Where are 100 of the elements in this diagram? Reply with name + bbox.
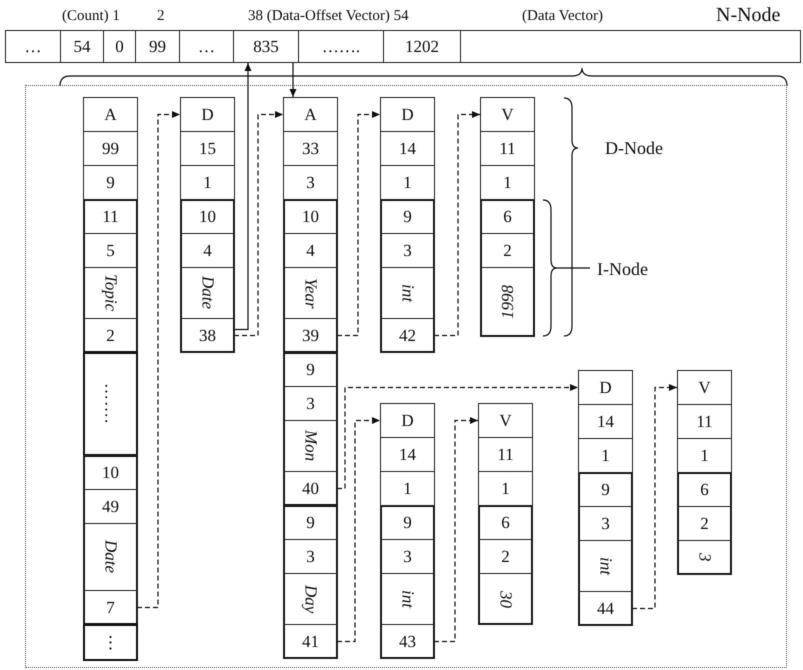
cell-value: 835	[253, 36, 279, 56]
memory-cell	[380, 624, 435, 659]
array-cell	[103, 30, 136, 63]
cell-value: 39	[302, 326, 319, 346]
memory-cell	[83, 523, 138, 591]
cell-value: 30	[496, 590, 516, 608]
cell-value: D	[201, 104, 214, 124]
memory-cell	[478, 539, 533, 574]
cell-value: 1	[403, 478, 412, 498]
array-cell	[135, 30, 180, 63]
arrow	[137, 111, 180, 608]
array-cell	[233, 30, 299, 63]
arrow	[434, 417, 478, 642]
memory-cell	[480, 165, 535, 200]
cell-value: A	[304, 104, 317, 124]
arrow	[632, 384, 677, 610]
memory-cell	[478, 403, 533, 438]
memory-cell	[380, 267, 435, 319]
cell-value: 9	[403, 512, 412, 532]
memory-cell	[83, 165, 138, 200]
memory-cell	[578, 404, 633, 439]
array-cell	[60, 30, 104, 63]
cell-value: 2	[700, 514, 709, 534]
cell-value: 1	[501, 478, 510, 498]
memory-cell	[283, 573, 338, 625]
memory-cell	[180, 131, 235, 166]
cell-value: 5	[106, 240, 115, 260]
memory-cell	[380, 318, 435, 353]
cell-value: 11	[102, 206, 119, 226]
cell-value: 11	[696, 412, 713, 432]
cell-value: Day	[300, 584, 320, 614]
memory-cell	[478, 505, 533, 540]
memory-cell	[180, 267, 235, 319]
memory-cell	[380, 199, 435, 234]
arrow	[234, 63, 252, 330]
cell-value: 4	[306, 240, 315, 260]
arrow	[337, 384, 578, 490]
cell-value: 15	[199, 138, 216, 158]
memory-cell	[83, 624, 138, 661]
cell-value: 11	[497, 444, 514, 464]
memory-cell	[283, 131, 338, 166]
memory-cell	[578, 370, 633, 405]
cell-value: 3	[403, 546, 412, 566]
memory-cell	[283, 386, 338, 421]
memory-cell	[380, 97, 435, 132]
cell-value: 33	[302, 138, 319, 158]
memory-cell	[283, 199, 338, 234]
memory-cell	[578, 472, 633, 507]
memory-cell	[283, 420, 338, 472]
memory-cell	[283, 267, 338, 319]
cell-value: Topic	[100, 274, 120, 312]
cell-value: 3	[403, 240, 412, 260]
cell-value: 99	[149, 36, 166, 56]
memory-cell	[478, 437, 533, 472]
memory-cell	[83, 199, 138, 234]
memory-cell	[480, 233, 535, 268]
cell-value: V	[499, 410, 512, 430]
annotation-label: (Count) 1	[62, 9, 120, 24]
cell-value: D	[401, 104, 414, 124]
memory-cell	[677, 506, 732, 541]
cell-value: 14	[399, 138, 416, 158]
cell-value: 1202	[405, 36, 439, 56]
memory-cell	[180, 199, 235, 234]
cell-value: 7	[106, 598, 115, 618]
cell-value: 1998	[498, 285, 518, 319]
memory-cell	[380, 403, 435, 438]
cell-value: 3	[306, 546, 315, 566]
cell-value: 9	[306, 512, 315, 532]
memory-cell	[283, 539, 338, 574]
cell-value: Year	[300, 278, 320, 308]
memory-cell	[480, 97, 535, 132]
memory-cell	[677, 370, 732, 405]
cell-value: int	[596, 557, 616, 575]
memory-cell	[283, 233, 338, 268]
array-cell	[298, 30, 384, 63]
memory-cell	[83, 131, 138, 166]
annotation-label: I-Node	[597, 260, 648, 278]
cell-value: 14	[399, 444, 416, 464]
memory-cell	[180, 165, 235, 200]
memory-cell	[283, 505, 338, 540]
i-node-group	[283, 352, 338, 506]
cell-value: D	[599, 378, 612, 398]
cell-value: ⋮	[102, 632, 119, 653]
cell-value: 6	[700, 480, 709, 500]
memory-cell	[578, 540, 633, 592]
memory-cell	[283, 165, 338, 200]
cell-value: 1	[203, 172, 212, 192]
dotted-frame	[25, 85, 787, 668]
cell-value: 11	[499, 138, 516, 158]
memory-cell	[83, 352, 138, 456]
memory-cell	[83, 455, 138, 490]
memory-cell	[180, 318, 235, 353]
cell-value: 6	[501, 512, 510, 532]
cell-value: 44	[597, 598, 614, 618]
cell-value: 49	[102, 496, 119, 516]
cell-value: 99	[102, 138, 119, 158]
i-node-group	[180, 199, 235, 353]
i-node-group	[380, 199, 435, 353]
memory-cell	[283, 471, 338, 506]
memory-cell	[677, 404, 732, 439]
